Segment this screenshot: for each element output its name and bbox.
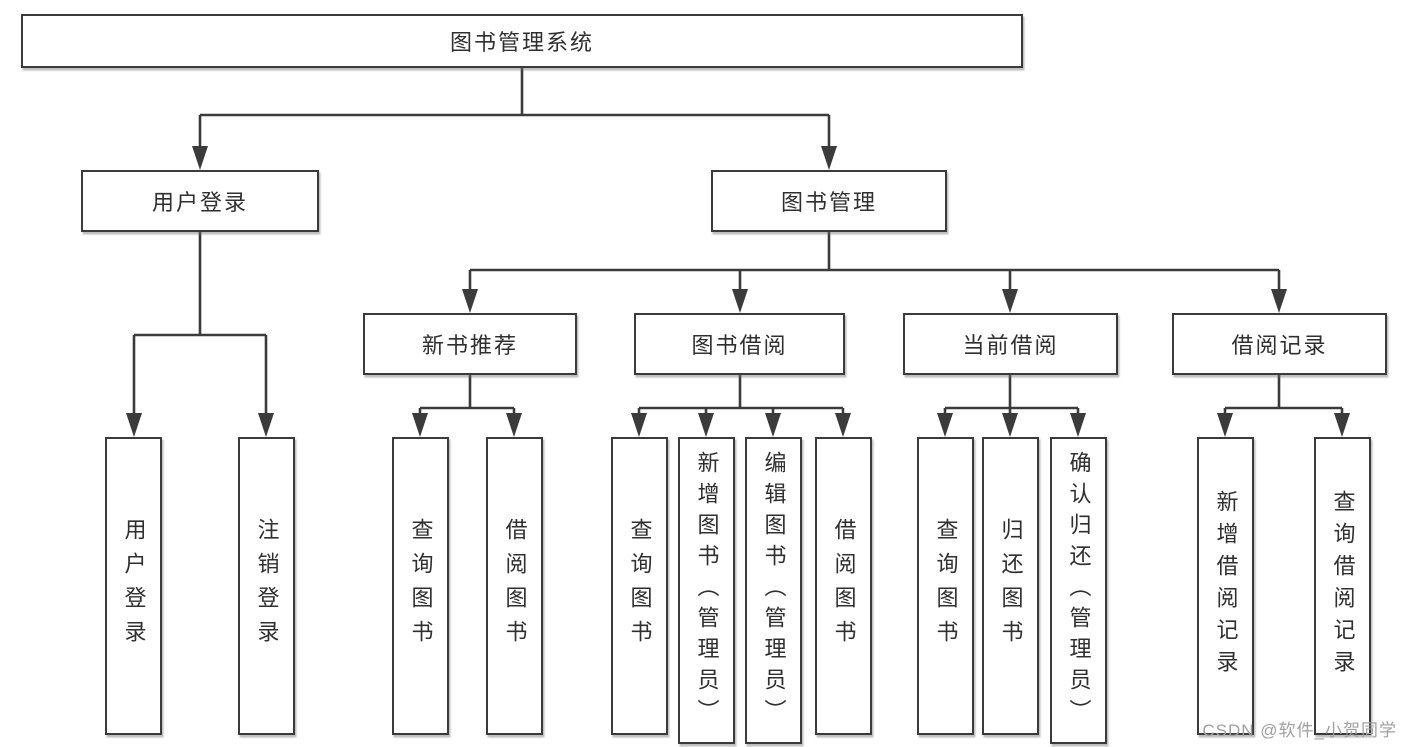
node-user-login: 用户登录 [81,170,319,232]
arrow-down-icon [1002,289,1018,313]
arrow-down-icon [126,413,142,437]
leaf-borrow-books-recommend: 借阅图书 [486,437,543,735]
leaf-query-books-borrow: 查询图书 [611,437,668,735]
watermark: CSDN @软件_小贺同学 [1202,721,1397,740]
connector-new-book-to-leaves [418,375,516,417]
leaf-user-login: 用户登录 [105,437,162,735]
arrow-down-icon [462,289,478,313]
node-new-book-recommend: 新书推荐 [363,313,577,375]
leaf-query-books-current: 查询图书 [917,437,974,735]
connector-root-to-level2 [198,68,831,150]
leaf-borrow-books: 借阅图书 [815,437,872,735]
leaf-logout: 注销登录 [238,437,295,735]
arrow-down-icon [1002,413,1018,437]
connector-book-management-to-level3 [468,232,1281,291]
node-current-borrowing: 当前借阅 [903,313,1118,375]
node-library-system-root: 图书管理系统 [21,14,1023,68]
arrow-down-icon [258,413,274,437]
arrow-down-icon [765,413,781,437]
arrow-down-icon [698,413,714,437]
arrow-down-icon [1334,413,1350,437]
node-book-borrowing: 图书借阅 [634,313,845,375]
connector-user-login-to-leaves [132,232,268,415]
leaf-add-borrow-record: 新增借阅记录 [1197,437,1254,735]
arrow-down-icon [732,289,748,313]
connector-borrow-records-to-leaves [1223,375,1344,417]
arrow-down-icon [821,146,837,170]
leaf-confirm-return-admin: 确认归还（管理员） [1050,437,1107,744]
arrow-down-icon [835,413,851,437]
arrow-down-icon [506,413,522,437]
node-borrow-records: 借阅记录 [1172,313,1387,375]
arrow-down-icon [1070,413,1086,437]
connector-current-borrow-to-leaves [943,375,1080,417]
arrow-down-icon [631,413,647,437]
arrow-down-icon [1271,289,1287,313]
node-book-management: 图书管理 [711,170,947,232]
leaf-query-books-recommend: 查询图书 [392,437,449,735]
connector-book-borrow-to-leaves [637,375,845,417]
leaf-return-book: 归还图书 [982,437,1039,735]
arrow-down-icon [1217,413,1233,437]
arrow-down-icon [192,146,208,170]
arrowheads [126,146,1350,437]
leaf-edit-book-admin: 编辑图书（管理员） [745,437,802,744]
arrow-down-icon [412,413,428,437]
arrow-down-icon [937,413,953,437]
leaf-query-borrow-record: 查询借阅记录 [1314,437,1371,735]
leaf-add-book-admin: 新增图书（管理员） [678,437,735,744]
